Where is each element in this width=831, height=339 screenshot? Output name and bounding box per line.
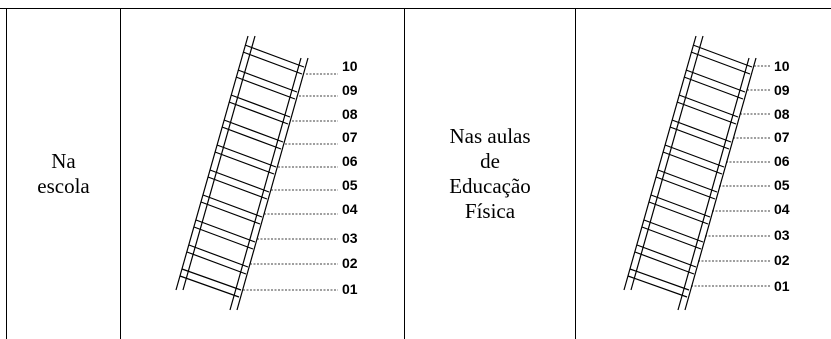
column-divider xyxy=(404,8,405,339)
scale-number: 09 xyxy=(342,82,358,98)
label-line: escola xyxy=(37,174,90,198)
scale-number: 04 xyxy=(342,201,358,217)
label-cell-pe-classes: Nas aulas de Educação Física xyxy=(405,9,575,339)
scale-number: 06 xyxy=(342,153,358,169)
table-top-border xyxy=(0,8,831,9)
scale-number: 04 xyxy=(774,201,790,217)
label-line: Na xyxy=(51,149,76,173)
scale-number: 08 xyxy=(342,106,358,122)
label-text: Nas aulas de Educação Física xyxy=(449,124,531,224)
scale-number: 09 xyxy=(774,82,790,98)
scale-number: 05 xyxy=(342,177,358,193)
scale-number: 02 xyxy=(342,255,358,271)
scale-number: 05 xyxy=(774,177,790,193)
column-divider xyxy=(6,8,7,339)
label-line: de xyxy=(480,149,500,173)
label-cell-school: Na escola xyxy=(7,9,120,339)
scale-number: 10 xyxy=(342,58,358,74)
scale-number: 06 xyxy=(774,153,790,169)
ladder-scale-school: 10 09 08 07 06 05 04 03 02 01 xyxy=(121,0,404,339)
label-line: Física xyxy=(464,199,516,223)
ladder-icon: 10 09 08 07 06 05 04 03 02 01 xyxy=(623,35,790,311)
scale-number: 01 xyxy=(774,278,790,294)
scale-number: 02 xyxy=(774,252,790,268)
ladder-icon: 10 09 08 07 06 05 04 03 02 01 xyxy=(175,35,358,311)
scale-number: 07 xyxy=(774,129,790,145)
column-divider xyxy=(575,8,576,339)
column-divider xyxy=(120,8,121,339)
scale-number: 03 xyxy=(342,230,358,246)
label-line: Educação xyxy=(449,174,531,198)
label-text: Na escola xyxy=(37,149,89,199)
scale-number: 08 xyxy=(774,106,790,122)
ladder-scale-pe-classes: 10 09 08 07 06 05 04 03 02 01 xyxy=(576,0,831,339)
label-line: Nas aulas xyxy=(449,124,531,148)
scale-number: 01 xyxy=(342,281,358,297)
scale-number: 10 xyxy=(774,58,790,74)
scale-number: 03 xyxy=(774,227,790,243)
scale-number: 07 xyxy=(342,129,358,145)
